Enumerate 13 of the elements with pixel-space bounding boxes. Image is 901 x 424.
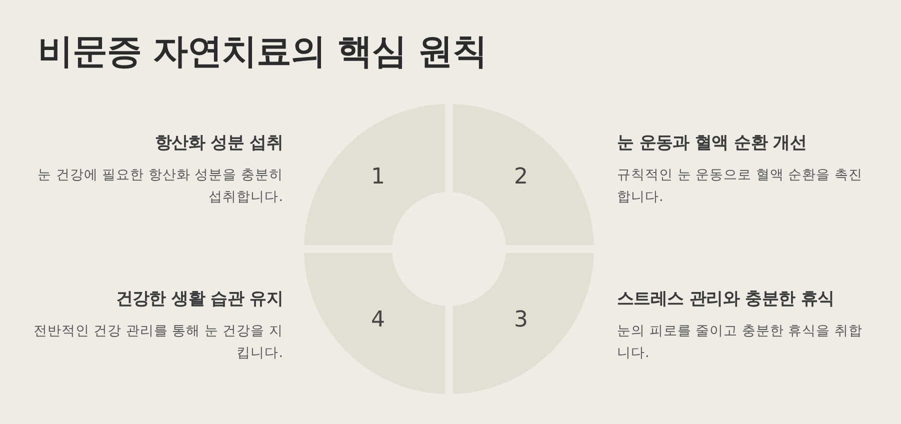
segment-number: 4 <box>371 308 385 332</box>
item-heading: 눈 운동과 혈액 순환 개선 <box>617 132 806 154</box>
segment-number: 1 <box>371 164 385 190</box>
item-description: 눈의 피로를 줄이고 충분한 휴식을 취합니다. <box>617 322 864 363</box>
item-description: 눈 건강에 필요한 항산화 성분을 충분히 섭취합니다. <box>36 166 283 207</box>
item-heading: 스트레스 관리와 충분한 휴식 <box>617 288 834 310</box>
segment-number: 3 <box>514 308 528 332</box>
item-description: 전반적인 건강 관리를 통해 눈 건강을 지킵니다. <box>33 322 283 363</box>
item-heading: 건강한 생활 습관 유지 <box>116 288 283 310</box>
item-description: 규칙적인 눈 운동으로 혈액 순환을 촉진합니다. <box>617 166 864 207</box>
segment-number: 2 <box>514 164 528 190</box>
title: 비문증 자연치료의 핵심 원칙 <box>38 31 488 74</box>
item-heading: 항산화 성분 섭취 <box>154 132 283 154</box>
